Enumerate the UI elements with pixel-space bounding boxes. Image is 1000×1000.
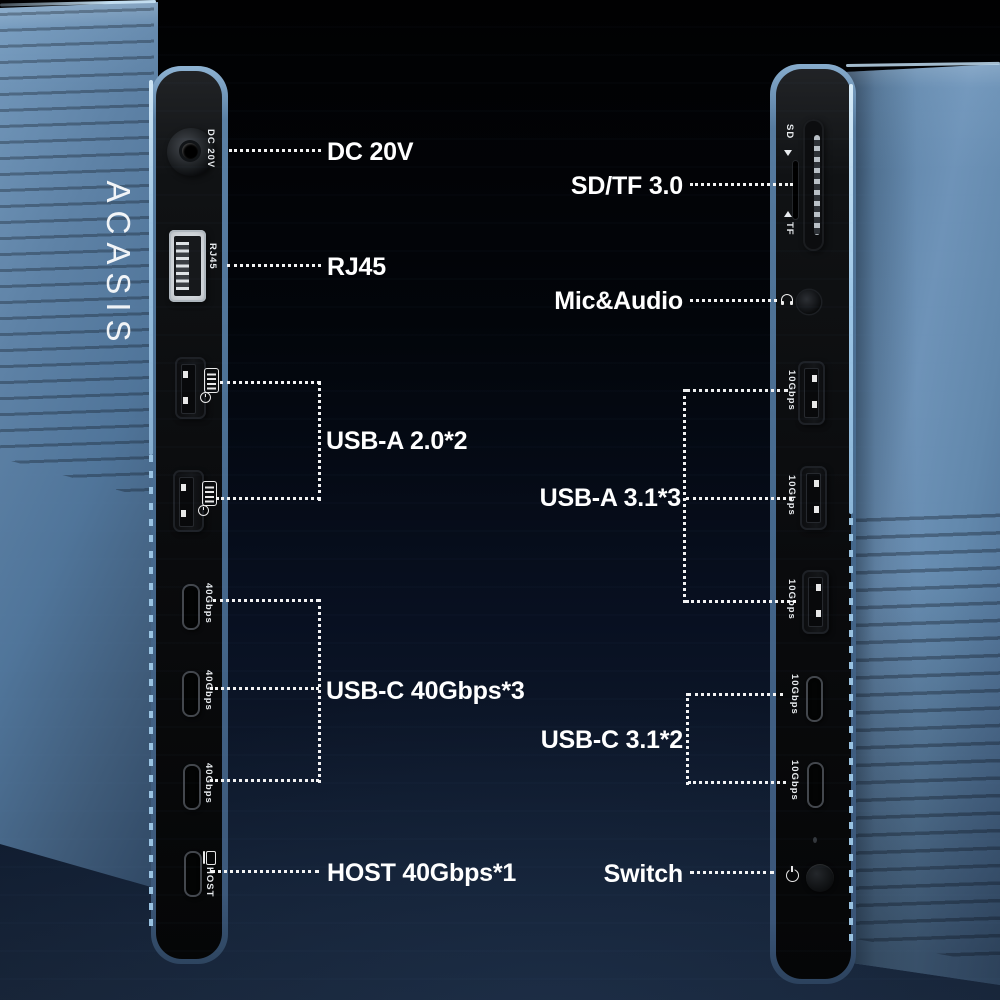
brand-logo-text: ACASIS (100, 180, 137, 350)
sd-slot-marking: SD (784, 124, 795, 140)
callout-host: HOST 40Gbps*1 (327, 859, 517, 887)
leader-line-switch (690, 871, 774, 874)
callout-usb-c-40g: USB-C 40Gbps*3 (326, 677, 525, 705)
bracket-usb-a-2-vertical (318, 381, 321, 501)
usb-a-contact (812, 375, 817, 382)
left-device-edge-highlight (149, 80, 153, 455)
usb-a-31-port-2 (800, 466, 827, 530)
bracket-usb-a-31-vertical (683, 389, 686, 603)
rj45-inner (174, 236, 201, 296)
usb-c-40g-marking-2: 40Gbps (203, 670, 214, 711)
audio-combo-jack (797, 290, 821, 314)
mouse-icon (200, 392, 211, 403)
bracket-usb-a-31-middle (686, 497, 792, 500)
usb-c-40g-port-3 (183, 764, 201, 810)
mouse-icon (198, 505, 209, 516)
bracket-usb-a-2-top (220, 381, 320, 384)
bracket-usb-c-40g-bottom (210, 779, 319, 782)
callout-usb-c-31: USB-C 3.1*2 (540, 726, 683, 754)
bracket-usb-a-2-bottom (216, 497, 320, 500)
laptop-icon (203, 851, 216, 865)
leader-line-mic-audio (690, 299, 777, 302)
rj45-contacts (176, 242, 189, 290)
right-device-edge-highlight-dotted (849, 518, 853, 946)
bracket-usb-c-31-vertical (686, 693, 689, 785)
callout-sd-tf: SD/TF 3.0 (570, 172, 683, 200)
leader-line-host (211, 870, 319, 873)
host-usb-c-port (184, 851, 202, 897)
right-device-body (845, 64, 1000, 985)
sd-card-contacts (814, 135, 820, 235)
usb-a-contact (181, 484, 186, 491)
left-device-fins (0, 0, 154, 500)
bracket-usb-c-31-bottom (688, 781, 786, 784)
usb-c-40g-port-1 (182, 584, 200, 630)
usb-a-contact (816, 610, 821, 617)
tf-slot-marking: TF (784, 222, 795, 236)
tf-insert-arrow-icon (784, 211, 792, 217)
usb-c-31-port-1 (806, 676, 823, 722)
usb-a-31-port-3 (802, 570, 829, 634)
usb-a-31-port-1 (798, 361, 825, 425)
usb-c-40g-marking-1: 40Gbps (203, 583, 214, 624)
usb-c-40g-port-2 (182, 671, 200, 717)
usb-a-contact (814, 480, 819, 487)
indicator-hole (813, 837, 817, 843)
host-port-marking: HOST (204, 867, 215, 898)
usb-a-31-marking-2: 10Gbps (786, 475, 797, 516)
bracket-usb-a-31-top (686, 389, 788, 392)
usb-c-31-marking-1: 10Gbps (789, 674, 800, 715)
dc-port-marking: DC 20V (205, 129, 216, 169)
bracket-usb-c-40g-top (213, 599, 319, 602)
usb-a-contact (183, 397, 188, 404)
usb-a-contact (814, 506, 819, 513)
usb-a-contact (816, 584, 821, 591)
sd-card-slot (803, 119, 824, 251)
sd-insert-arrow-icon (784, 150, 792, 156)
usb-c-31-marking-2: 10Gbps (789, 760, 800, 801)
callout-dc-20v: DC 20V (327, 138, 414, 166)
callout-rj45: RJ45 (327, 253, 386, 281)
usb-a-31-marking-1: 10Gbps (786, 370, 797, 411)
usb-c-31-port-2 (807, 762, 824, 808)
power-switch-button (806, 864, 834, 892)
tf-card-slot (793, 161, 798, 219)
callout-switch: Switch (603, 860, 684, 888)
rj45-port-marking: RJ45 (207, 243, 218, 270)
left-device-body (0, 2, 158, 889)
keyboard-comb-icon (204, 368, 219, 393)
leader-line-rj45 (227, 264, 321, 267)
usb-a-2-port-1 (175, 357, 206, 419)
headphones-icon (781, 294, 793, 305)
rj45-ethernet-port (169, 230, 206, 302)
leader-line-sd-tf (690, 183, 793, 186)
usb-c-40g-marking-3: 40Gbps (203, 763, 214, 804)
left-device-edge-highlight-dotted (149, 455, 153, 928)
right-device-fins (845, 505, 1000, 965)
callout-usb-a-2: USB-A 2.0*2 (326, 427, 468, 455)
bracket-usb-c-40g-middle (210, 687, 319, 690)
usb-a-2-port-2 (173, 470, 204, 532)
bracket-usb-c-31-top (688, 693, 783, 696)
brand-logo: ACASIS (96, 140, 140, 390)
usb-a-contact (181, 510, 186, 517)
keyboard-comb-icon (202, 481, 217, 506)
callout-mic-audio: Mic&Audio (554, 287, 683, 315)
usb-a-contact (183, 371, 188, 378)
usb-a-31-marking-3: 10Gbps (786, 579, 797, 620)
dc-jack-pin-hole (182, 143, 198, 159)
bracket-usb-a-31-bottom (686, 600, 796, 603)
power-icon-stem (791, 866, 793, 872)
dc-power-jack (167, 128, 215, 176)
right-device-edge-highlight (849, 84, 853, 514)
usb-a-contact (812, 401, 817, 408)
callout-usb-a-31: USB-A 3.1*3 (539, 484, 682, 512)
leader-line-dc (229, 149, 321, 152)
bracket-usb-c-40g-vertical (318, 599, 321, 783)
